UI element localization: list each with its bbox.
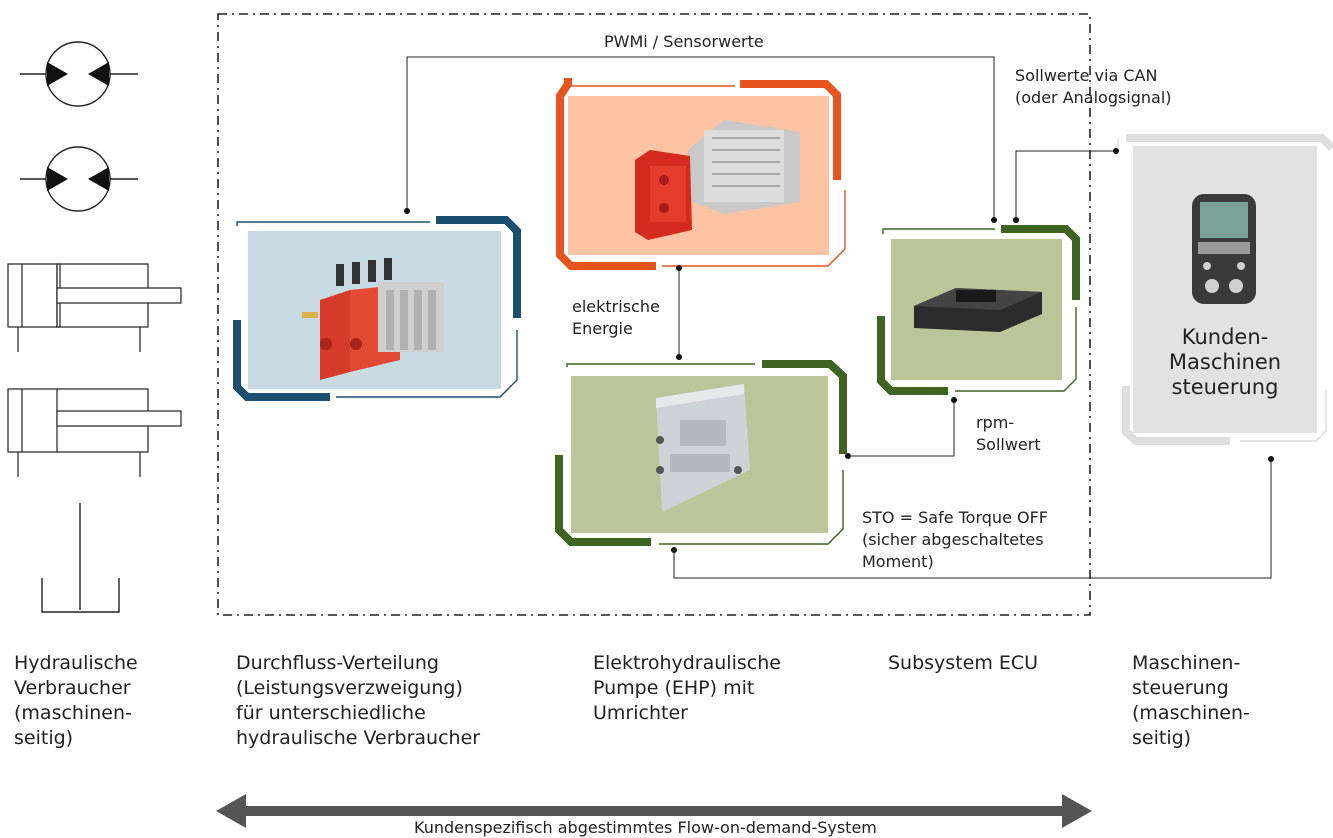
inverter-illustration [571, 376, 828, 533]
tank-symbol [41, 503, 120, 613]
caption-ecu: Subsystem ECU [888, 652, 1039, 674]
energie-label: elektrische Energie [572, 297, 660, 338]
caption-ehp: Elektrohydraulische Pumpe (EHP) mit Umri… [593, 652, 781, 724]
controller-label: Kunden- Maschinen steuerung [1168, 325, 1282, 399]
valve-frame [233, 216, 521, 401]
pump-motor-illustration [568, 96, 829, 255]
ecu-frame [877, 225, 1080, 395]
sto-label: STO = Safe Torque OFF (sicher abgeschalt… [862, 508, 1048, 571]
system-double-arrow [216, 794, 1092, 828]
caption-hydraulic-consumers: Hydraulische Verbraucher (maschinen- sei… [14, 652, 138, 749]
hydraulic-motor-symbol-2 [20, 146, 138, 212]
ecu-illustration [891, 239, 1062, 380]
hydraulic-cylinder-symbol-1 [7, 263, 182, 352]
inverter-frame [555, 360, 847, 546]
caption-machine-control: Maschinen- steuerung (maschinen- seitig) [1132, 652, 1250, 749]
valve-block-illustration [248, 231, 501, 389]
pwmi-label: PWMi / Sensorwerte [604, 32, 764, 51]
controller-illustration [1133, 146, 1317, 433]
rpm-label: rpm- Sollwert [976, 413, 1041, 454]
controller-frame [1122, 134, 1333, 445]
system-label: Kundenspezifisch abgestimmtes Flow-on-de… [414, 818, 877, 837]
hydraulic-cylinder-symbol-2 [7, 388, 182, 477]
system-boundary [217, 13, 1091, 616]
hydraulic-motor-symbol-1 [20, 41, 138, 107]
connection-dots [404, 148, 1274, 553]
pump-frame [556, 78, 841, 270]
sollwerte-label: Sollwerte via CAN (oder Analogsignal) [1015, 66, 1172, 107]
signal-lines [406, 56, 1272, 579]
caption-flow-distribution: Durchfluss-Verteilung (Leistungsverzweig… [236, 652, 481, 749]
